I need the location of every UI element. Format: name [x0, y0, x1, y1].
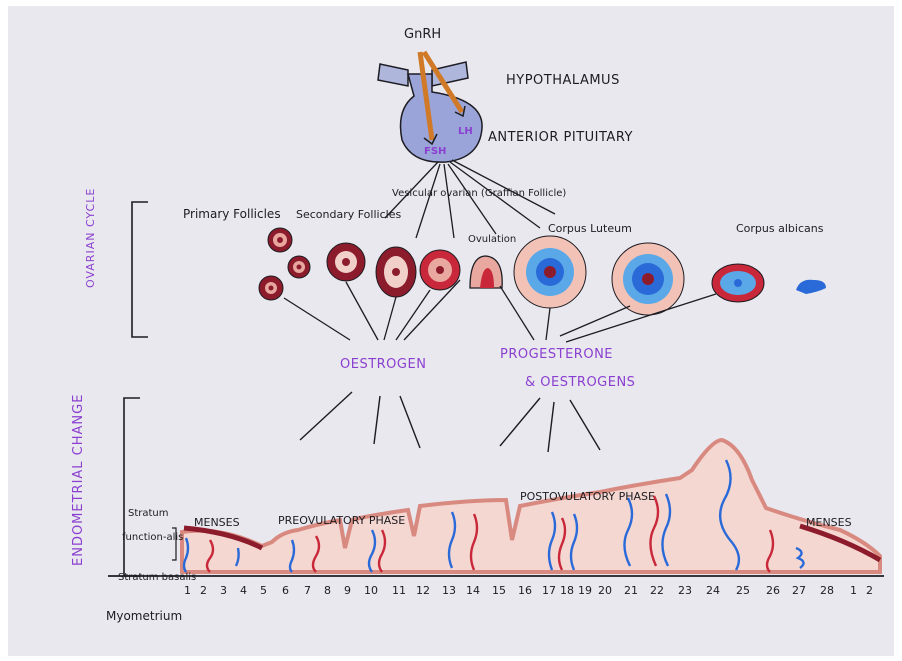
anterior-pituitary-label: ANTERIOR PITUITARY — [488, 130, 633, 145]
oestrogen-label: OESTROGEN — [340, 357, 426, 372]
day-label: 3 — [220, 584, 227, 597]
day-label: 27 — [792, 584, 806, 597]
lh-label: LH — [458, 126, 473, 137]
day-labels: 1 2 3 4 5 6 7 8 9 10 11 12 13 14 15 16 1… — [184, 584, 873, 597]
ovulating-follicle — [470, 256, 502, 288]
corpus-luteum-regressing — [712, 264, 764, 302]
postovulatory-phase-label: POSTOVULATORY PHASE — [520, 490, 655, 503]
day-label: 1 — [184, 584, 191, 597]
secondary-follicle — [288, 256, 310, 278]
hypothalamus-left-lobe — [378, 64, 408, 86]
day-label: 15 — [492, 584, 506, 597]
menses-start-label: MENSES — [194, 516, 240, 529]
day-label: 7 — [304, 584, 311, 597]
day-label: 21 — [624, 584, 638, 597]
day-label: 20 — [598, 584, 612, 597]
primary-follicle — [268, 228, 292, 252]
endometrial-bracket — [124, 398, 140, 576]
stratum-basalis-label: Stratum basalis — [118, 572, 196, 583]
day-label: 18 — [560, 584, 574, 597]
follicle-series — [259, 228, 826, 315]
ovulation-label: Ovulation — [468, 234, 516, 245]
day-label: 14 — [466, 584, 480, 597]
day-label: 12 — [416, 584, 430, 597]
day-label: 22 — [650, 584, 664, 597]
day-label: 28 — [820, 584, 834, 597]
ovarian-cycle-bracket — [132, 202, 148, 337]
progesterone-label: PROGESTERONE — [500, 347, 613, 362]
day-label: 11 — [392, 584, 406, 597]
day-label: 16 — [518, 584, 532, 597]
day-label: 26 — [766, 584, 780, 597]
day-label: 6 — [282, 584, 289, 597]
corpus-albicans — [796, 280, 826, 294]
day-label: 2 — [200, 584, 207, 597]
primary-follicles-label: Primary Follicles — [183, 207, 281, 221]
corpus-luteum-mature — [612, 243, 684, 315]
endometrium-functionalis-layer — [182, 440, 880, 572]
secondary-follicle — [327, 243, 365, 281]
day-label: 19 — [578, 584, 592, 597]
gnrh-label: GnRH — [404, 27, 441, 42]
graffian-follicle — [420, 250, 460, 290]
corpus-luteum-early — [514, 236, 586, 308]
stratum-label: Stratum — [128, 508, 169, 519]
vesicular-follicle-label: Vesicular ovarian (Graffian Follicle) — [392, 188, 566, 199]
day-label: 1 — [850, 584, 857, 597]
corpus-luteum-label: Corpus Luteum — [548, 222, 632, 235]
primary-follicle — [259, 276, 283, 300]
corpus-albicans-label: Corpus albicans — [736, 222, 824, 235]
fsh-label: FSH — [424, 146, 446, 157]
day-label: 25 — [736, 584, 750, 597]
hypothalamus-label: HYPOTHALAMUS — [506, 73, 620, 88]
day-label: 4 — [240, 584, 247, 597]
day-label: 5 — [260, 584, 267, 597]
functionalis-label: function-alis — [122, 532, 183, 543]
secondary-follicles-label: Secondary Follicles — [296, 208, 401, 221]
myometrium-label: Myometrium — [106, 609, 182, 623]
day-label: 17 — [542, 584, 556, 597]
day-label: 10 — [364, 584, 378, 597]
day-label: 24 — [706, 584, 720, 597]
pituitary-to-ovary-arrows — [385, 160, 555, 238]
oestrogens-label: & OESTROGENS — [525, 375, 635, 390]
day-label: 2 — [866, 584, 873, 597]
menses-end-label: MENSES — [806, 516, 852, 529]
day-label: 8 — [324, 584, 331, 597]
endometrial-change-label: ENDOMETRIAL CHANGE — [71, 394, 86, 566]
preovulatory-phase-label: PREOVULATORY PHASE — [278, 514, 405, 527]
day-label: 13 — [442, 584, 456, 597]
day-label: 23 — [678, 584, 692, 597]
vesicular-follicle — [376, 247, 416, 297]
day-label: 9 — [344, 584, 351, 597]
hormone-to-endometrium-lines — [300, 392, 600, 452]
ovarian-cycle-label: OVARIAN CYCLE — [84, 188, 97, 288]
